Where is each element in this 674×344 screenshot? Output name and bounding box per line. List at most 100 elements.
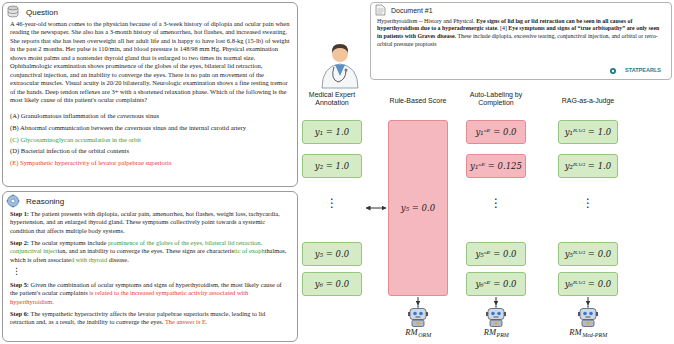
drawing-part <box>588 297 589 305</box>
model-subscript: PRM <box>496 332 508 339</box>
text-run: Step 5: <box>10 281 29 288</box>
text-run: Step 6: <box>10 310 29 317</box>
drawing-part <box>366 208 386 209</box>
comparison-arrow <box>366 208 386 209</box>
drawing-part <box>335 65 345 77</box>
drawing-part <box>11 199 15 203</box>
score-value: y₁ = 1.0 <box>315 127 349 137</box>
text-run: The answer is E. <box>165 318 208 325</box>
robot-icons <box>408 305 598 326</box>
drawing-part <box>322 64 358 88</box>
database-icon <box>8 6 18 17</box>
score-box: y₅ = 0.0 <box>388 120 448 296</box>
score-value: y₅ = 0.0 <box>315 249 349 259</box>
doctor-icon <box>322 44 358 88</box>
drawing-part <box>376 5 385 15</box>
statpearls-icon <box>610 68 616 74</box>
answer-option: (C) Glycosaminoglycan accumulation in th… <box>10 136 290 144</box>
drawing-part <box>333 67 346 82</box>
drawing-part <box>8 6 18 10</box>
drawing-part <box>408 305 428 326</box>
model-subscript: ORM <box>418 332 431 339</box>
document-text: Hyperthyroidism -- History and Physical.… <box>377 18 665 49</box>
document-heading: Document #1 <box>377 6 665 17</box>
score-value: y₁ˢᴱ = 0.125 <box>470 161 522 171</box>
score-box: y₂ᴿᴬᴳ = 1.0 <box>558 154 618 178</box>
score-value: y₅ᴿᴬᴳ = 0.0 <box>565 249 611 259</box>
score-box: y₆ᴿᴬᴳ = 0.0 <box>558 272 618 296</box>
document-icon <box>376 5 385 15</box>
text-panel: ReasoningStep 1: The patient presents wi… <box>2 191 298 342</box>
ellipsis: ⋮ <box>486 196 506 210</box>
text-run: The ocular symptoms include <box>29 239 108 246</box>
answer-option: (D) Bacterial infection of the orbital c… <box>10 147 290 155</box>
text-run: [4] <box>499 25 509 31</box>
score-box: y₁ˢᴱ = 0.125 <box>466 154 526 178</box>
text-run: ion, and an inability to converge the ey… <box>57 247 234 254</box>
text-run: Step 2: <box>10 239 29 246</box>
score-value: y₂ᴿᴬᴳ = 1.0 <box>565 161 611 171</box>
text-run: Hyperthyroidism -- History and Physical. <box>377 18 476 24</box>
score-value: y₂ = 1.0 <box>315 161 349 171</box>
reasoning-step: Step 5: Given the combination of ocular … <box>10 281 290 306</box>
answer-option: (E) Sympathetic hyperactivity of levator… <box>10 159 290 167</box>
drawing-part <box>578 305 598 326</box>
model-name: RM <box>484 327 496 337</box>
drawing-part <box>8 196 19 207</box>
down-arrows <box>418 297 588 305</box>
ellipsis: ⋮ <box>10 267 290 277</box>
drawing-part <box>612 70 614 72</box>
score-box: y₅ˢᴱ = 0.0 <box>466 242 526 266</box>
reasoning-icon <box>7 195 20 208</box>
score-value: y₁ᴿᴬᴳ = 1.0 <box>565 127 611 137</box>
score-box: y₅ᴿᴬᴳ = 0.0 <box>558 242 618 266</box>
drawing-part <box>496 297 497 305</box>
column-heading: Rule-Based Score <box>378 97 458 105</box>
reasoning-step: Step 1: The patient presents with diplop… <box>10 210 290 235</box>
answer-option: (B) Abnormal communication between the c… <box>10 124 290 132</box>
text-run: d with thyroid <box>71 256 109 263</box>
question-text: A 46-year-old woman comes to the physici… <box>10 20 290 104</box>
score-box: y₁ᴿᴬᴳ = 1.0 <box>558 120 618 144</box>
score-box: y₁ˢᴱ = 0.0 <box>466 120 526 144</box>
panel-heading: Question <box>10 7 290 19</box>
drawing-part <box>486 305 506 326</box>
drawing-part <box>7 195 20 208</box>
drawing-part <box>610 68 616 74</box>
drawing-part <box>378 9 384 13</box>
reasoning-step: Step 6: The sympathetic hyperactivity af… <box>10 310 290 327</box>
model-name: RM <box>569 327 581 337</box>
text-run: disease. <box>109 256 129 263</box>
panel-heading: Reasoning <box>10 196 290 208</box>
text-panel: QuestionA 46-year-old woman comes to the… <box>2 2 298 187</box>
score-value: y₆ᴿᴬᴳ = 0.0 <box>565 279 611 289</box>
score-box: y₆ˢᴱ = 0.0 <box>466 272 526 296</box>
score-box: y₆ = 0.0 <box>302 272 362 296</box>
column-heading: RAG-as-a-Judge <box>548 97 628 105</box>
ellipsis: ⋮ <box>322 196 342 210</box>
score-box: y₅ = 0.0 <box>302 242 362 266</box>
score-value: y₆ = 0.0 <box>315 279 349 289</box>
text-run: tic of exoph <box>234 247 265 254</box>
drawing-part <box>345 69 348 72</box>
score-box: y₂ = 1.0 <box>302 154 362 178</box>
text-run: The sympathetic hyperactivity affects th… <box>10 310 265 325</box>
score-value: y₅ˢᴱ = 0.0 <box>475 249 516 259</box>
drawing-part <box>8 12 18 14</box>
model-name: RM <box>405 327 417 337</box>
model-subscript: Med-PRM <box>582 332 607 339</box>
score-value: y₅ = 0.0 <box>401 203 435 213</box>
answer-option: (A) Granulomatous inflammation of the ca… <box>10 112 290 120</box>
logo-text: STATPEARLS <box>615 67 671 74</box>
score-box: y₁ = 1.0 <box>302 120 362 144</box>
drawing-part <box>418 297 419 305</box>
ellipsis: ⋮ <box>578 196 598 210</box>
drawing-part <box>332 44 348 53</box>
score-value: y₁ˢᴱ = 0.0 <box>475 127 516 137</box>
column-heading: Medical Expert Annotation <box>300 91 364 108</box>
column-heading: Auto-Labeling by Completion <box>468 91 524 108</box>
score-value: y₆ˢᴱ = 0.0 <box>475 279 516 289</box>
text-run: The patient presents with diplopia, ocul… <box>10 210 280 234</box>
text-run: Step 1: <box>10 210 29 217</box>
